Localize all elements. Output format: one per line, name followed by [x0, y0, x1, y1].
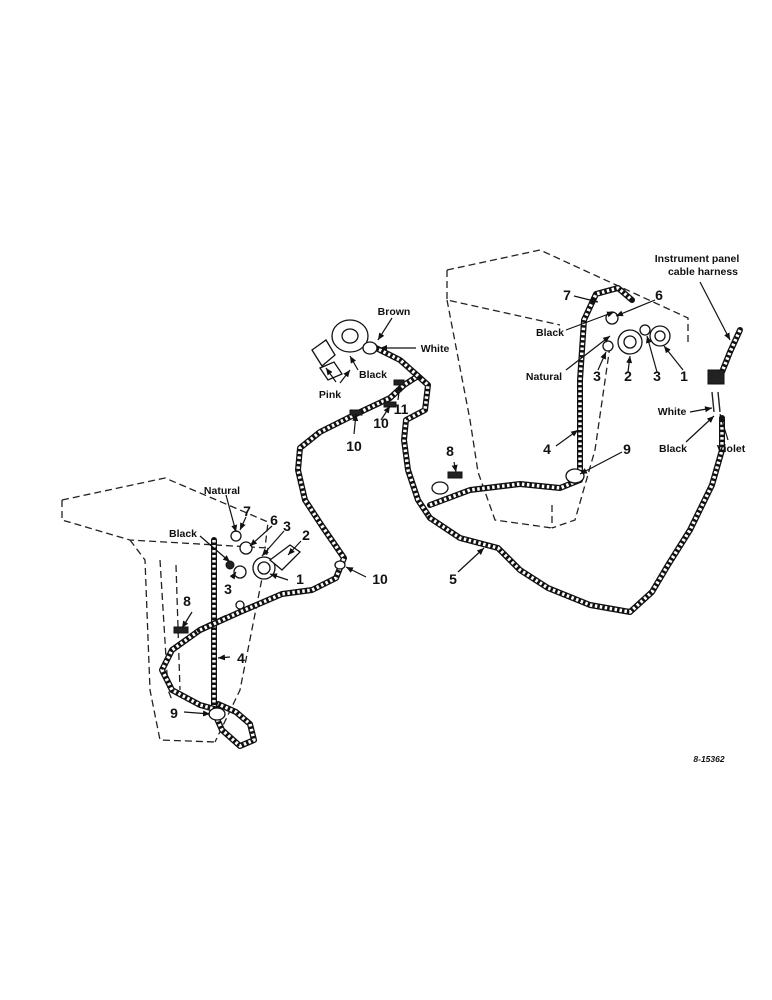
label-10-center-a: 10 — [346, 438, 362, 454]
label-10-left: 10 — [372, 571, 388, 587]
label-8-right: 8 — [446, 443, 454, 459]
left-fender-outline — [61, 477, 269, 743]
label-9-left: 9 — [170, 705, 178, 721]
label-1-right: 1 — [680, 368, 688, 384]
cable-4-right — [577, 285, 635, 483]
grommet-right-3b — [639, 324, 651, 336]
label-3-right-a: 3 — [593, 368, 601, 384]
grommet-left-7 — [230, 530, 242, 542]
label-violet: Violet — [717, 443, 746, 455]
connector-left-mid — [235, 600, 245, 610]
label-3-left-b: 3 — [224, 581, 232, 597]
clip-center-11 — [393, 379, 405, 386]
grommet-right-3a — [602, 340, 614, 352]
plug-left-3 — [225, 560, 235, 570]
label-natural-left: Natural — [204, 485, 240, 497]
label-black-panel: Black — [659, 443, 687, 455]
label-white-center: White — [421, 343, 450, 355]
instrument-panel-label-line2: cable harness — [668, 266, 738, 278]
label-3-left-a: 3 — [283, 518, 291, 534]
label-4-left: 4 — [237, 650, 245, 666]
label-6-right: 6 — [655, 287, 663, 303]
leader-lines — [181, 281, 731, 717]
clamp-right-9 — [565, 468, 585, 484]
label-natural-right: Natural — [526, 371, 562, 383]
label-3-right-b: 3 — [653, 368, 661, 384]
label-5: 5 — [449, 571, 457, 587]
left-lamp-assembly — [173, 530, 346, 721]
label-pink: Pink — [319, 389, 341, 401]
label-8-left: 8 — [183, 593, 191, 609]
drawing-number: 8-15362 — [693, 754, 724, 764]
cable-right-bottom — [427, 477, 583, 508]
connector-left-10 — [334, 560, 346, 570]
grommet-left-6 — [239, 541, 253, 555]
label-10-center-b: 10 — [373, 415, 389, 431]
socket-center — [362, 341, 378, 355]
label-11: 11 — [394, 401, 409, 417]
label-black-center: Black — [359, 369, 387, 381]
label-white-panel: White — [658, 406, 687, 418]
label-black-left: Black — [169, 528, 197, 540]
instrument-panel-harness — [707, 327, 743, 413]
panel-connector — [707, 369, 725, 385]
label-7-left: 7 — [243, 503, 251, 519]
label-2-left: 2 — [302, 527, 310, 543]
instrument-panel-label-line1: Instrument panel — [655, 253, 740, 265]
clamp-left-9 — [208, 707, 226, 721]
label-1-left: 1 — [296, 571, 304, 587]
harness-cables — [159, 285, 725, 749]
right-lamp-assembly — [431, 311, 671, 495]
connector-right-8 — [431, 481, 449, 495]
label-4-right: 4 — [543, 441, 551, 457]
clip-left-8 — [173, 626, 189, 634]
label-7-right: 7 — [563, 287, 571, 303]
clip-right-8 — [447, 471, 463, 479]
labels: Instrument panel cable harness Brown Whi… — [169, 253, 746, 764]
center-lamp-assembly — [311, 319, 405, 416]
label-2-right: 2 — [624, 368, 632, 384]
right-fender-outline — [446, 249, 689, 529]
label-brown: Brown — [378, 306, 411, 318]
label-black-right: Black — [536, 327, 564, 339]
label-6-left: 6 — [270, 512, 278, 528]
label-9-right: 9 — [623, 441, 631, 457]
